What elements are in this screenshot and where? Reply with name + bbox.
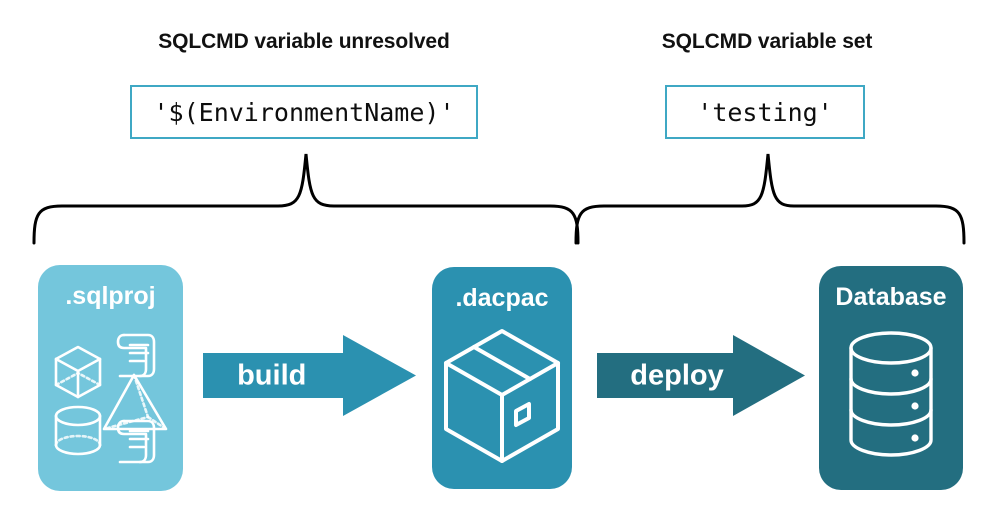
heading-sqlcmd-variable-unresolved: SQLCMD variable unresolved [158, 30, 450, 53]
sqlproj-icon-group [54, 333, 168, 464]
artifact-label-database: Database [835, 283, 947, 311]
cylinder-icon [54, 405, 102, 456]
arrow-build-shape [203, 335, 416, 416]
scroll-icon [116, 419, 156, 464]
arrow-deploy: deploy [597, 333, 805, 418]
heading-sqlcmd-variable-set: SQLCMD variable set [661, 30, 873, 53]
artifact-box-database: Database [819, 266, 963, 490]
artifact-label-sqlproj: .sqlproj [65, 282, 156, 310]
brace-left [32, 153, 580, 245]
database-cylinder-icon [849, 331, 933, 457]
arrow-build: build [203, 333, 416, 418]
code-box-environment-name: '$(EnvironmentName)' [130, 85, 478, 139]
code-box-testing: 'testing' [665, 85, 865, 139]
brace-right [574, 153, 966, 245]
artifact-label-dacpac: .dacpac [455, 284, 549, 312]
arrow-deploy-shape [597, 335, 805, 416]
cube-icon [54, 345, 102, 399]
scroll-icon [116, 333, 156, 378]
artifact-box-dacpac: .dacpac [432, 267, 572, 489]
artifact-box-sqlproj: .sqlproj [38, 265, 183, 491]
package-box-icon [444, 329, 560, 463]
